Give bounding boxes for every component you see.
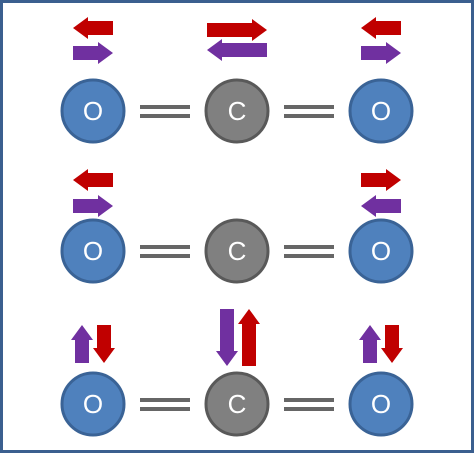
oxygen-atom [348, 78, 414, 144]
oxygen-atom [60, 371, 126, 437]
oxygen-atom [348, 371, 414, 437]
purple-arrow [361, 42, 401, 64]
purple-arrow [359, 325, 381, 363]
purple-arrow [361, 195, 401, 217]
red-arrow [381, 325, 403, 363]
atom-label: O [83, 236, 103, 266]
atom-label: C [228, 389, 247, 419]
oxygen-atom [60, 218, 126, 284]
red-arrow [73, 169, 113, 191]
purple-arrow [207, 39, 267, 61]
red-arrow [361, 17, 401, 39]
carbon-atom [204, 371, 270, 437]
atom-label: O [371, 236, 391, 266]
red-arrow [207, 19, 267, 41]
carbon-atom [204, 218, 270, 284]
red-arrow [361, 169, 401, 191]
atom-label: C [228, 236, 247, 266]
purple-arrow [71, 325, 93, 363]
atom-label: C [228, 96, 247, 126]
purple-arrow [73, 195, 113, 217]
oxygen-atom [60, 78, 126, 144]
atom-label: O [371, 389, 391, 419]
red-arrow [238, 309, 260, 366]
carbon-atom [204, 78, 270, 144]
atom-label: O [371, 96, 391, 126]
purple-arrow [216, 309, 238, 366]
red-arrow [73, 17, 113, 39]
oxygen-atom [348, 218, 414, 284]
red-arrow [93, 325, 115, 363]
atom-label: O [83, 96, 103, 126]
atom-label: O [83, 389, 103, 419]
purple-arrow [73, 42, 113, 64]
